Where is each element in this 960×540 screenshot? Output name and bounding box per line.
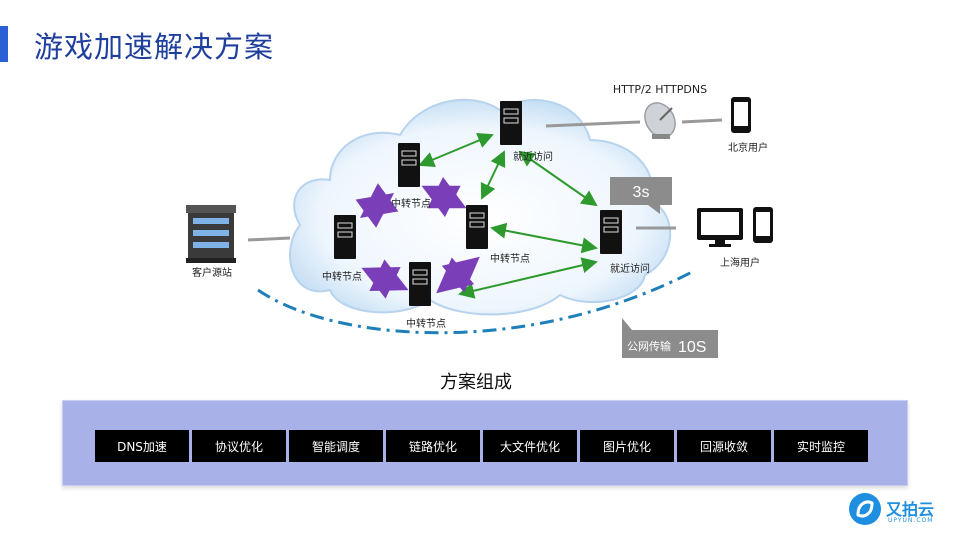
arrow-relay2-right bbox=[490, 222, 598, 254]
nearby-server-top-icon bbox=[499, 100, 523, 146]
satellite-dish-icon bbox=[644, 102, 676, 139]
beijing-phone-icon bbox=[731, 97, 751, 133]
latency-public-prefix: 公网传输 bbox=[627, 339, 671, 353]
arrow-relay3-relay1 bbox=[355, 183, 399, 228]
relay-1-label: 中转节点 bbox=[391, 197, 431, 210]
arrow-relay4-relay2 bbox=[436, 256, 480, 294]
shanghai-phone-icon bbox=[753, 207, 773, 243]
component-monitoring: 实时监控 bbox=[774, 430, 868, 462]
latency-callout-public: 公网传输 10S bbox=[622, 318, 718, 358]
components-list: DNS加速 协议优化 智能调度 链路优化 大文件优化 图片优化 回源收敛 实时监… bbox=[95, 430, 868, 462]
latency-cdn-label: 3s bbox=[633, 184, 650, 201]
nearby-top-label: 就近访问 bbox=[513, 150, 553, 163]
component-image: 图片优化 bbox=[580, 430, 674, 462]
relay-server-1-icon bbox=[397, 142, 421, 188]
component-scheduling: 智能调度 bbox=[289, 430, 383, 462]
nearby-right-label: 就近访问 bbox=[610, 262, 650, 275]
public-network-path bbox=[257, 270, 693, 335]
shanghai-user-label: 上海用户 bbox=[720, 256, 760, 269]
component-link: 链路优化 bbox=[386, 430, 480, 462]
origin-server-icon bbox=[186, 205, 236, 263]
logo-subtext: UPYUN.COM bbox=[888, 517, 934, 524]
component-origin-converge: 回源收敛 bbox=[677, 430, 771, 462]
arrow-relay1-top bbox=[418, 133, 494, 167]
arrow-relay4-right bbox=[458, 257, 598, 299]
upyun-logo-icon bbox=[849, 493, 881, 525]
component-large-file: 大文件优化 bbox=[483, 430, 577, 462]
relay-server-2-icon bbox=[465, 204, 489, 250]
arrow-relay1-relay2 bbox=[421, 176, 467, 218]
latency-public-value: 10S bbox=[678, 339, 706, 356]
component-dns: DNS加速 bbox=[95, 430, 189, 462]
arrow-relay2-top bbox=[480, 150, 506, 200]
relay-server-4-icon bbox=[408, 261, 432, 307]
origin-label: 客户源站 bbox=[192, 266, 232, 279]
logo-name: 又拍云 bbox=[886, 500, 935, 519]
nearby-server-right-icon bbox=[599, 209, 623, 255]
shanghai-monitor-icon bbox=[697, 208, 743, 247]
top-node-link-line bbox=[545, 120, 641, 128]
satellite-link-line bbox=[681, 118, 723, 124]
beijing-user-label: 北京用户 bbox=[728, 141, 768, 154]
protocol-label: HTTP/2 HTTPDNS bbox=[613, 83, 707, 96]
relay-2-label: 中转节点 bbox=[490, 252, 530, 265]
arrow-relay3-relay4 bbox=[361, 259, 409, 299]
relay-3-label: 中转节点 bbox=[322, 270, 362, 283]
latency-callout-cdn: 3s bbox=[610, 177, 672, 214]
origin-link-line bbox=[247, 236, 291, 242]
section-title: 方案组成 bbox=[440, 372, 512, 393]
component-protocol: 协议优化 bbox=[192, 430, 286, 462]
title-accent-bar bbox=[0, 26, 8, 62]
network-diagram: 3s 公网传输 10S HTTP/2 HTTPDNS 北京用户 上海用户 客户源… bbox=[186, 83, 773, 358]
arrow-top-right bbox=[518, 150, 598, 207]
relay-server-3-icon bbox=[333, 214, 357, 260]
page-title: 游戏加速解决方案 bbox=[34, 30, 275, 64]
relay-4-label: 中转节点 bbox=[406, 317, 446, 330]
